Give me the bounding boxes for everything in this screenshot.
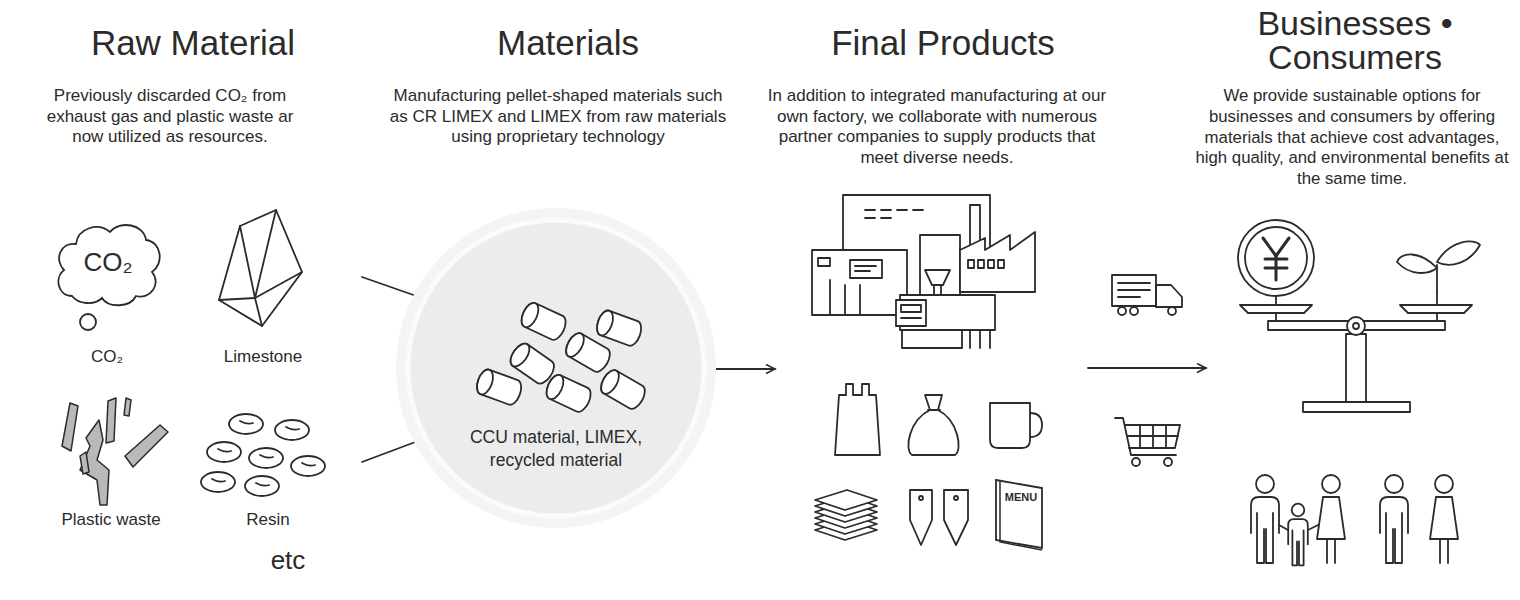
plastic-waste-icon xyxy=(62,398,168,505)
node-text: MENU xyxy=(1001,490,1041,504)
icon-label: Resin xyxy=(223,510,313,530)
resin-icon xyxy=(201,414,325,496)
icon-label: CO₂ xyxy=(67,347,147,367)
column-heading: Raw Material xyxy=(33,22,353,64)
paper-stack-icon xyxy=(815,490,877,540)
column-heading: Materials xyxy=(408,22,728,64)
node-text: CO₂ xyxy=(60,246,156,280)
menu-booklet: MENU xyxy=(992,478,1046,552)
cloud-bubble xyxy=(80,314,96,330)
mug-icon xyxy=(990,403,1042,448)
column-description: Previously discarded CO₂ from exhaust ga… xyxy=(38,86,302,148)
menu-booklet-outline xyxy=(992,478,1046,552)
column-heading: Final Products xyxy=(778,22,1108,64)
column-description: Manufacturing pellet-shaped materials su… xyxy=(385,86,731,148)
cart-icon xyxy=(1115,418,1180,466)
balance-icon xyxy=(1238,220,1480,412)
people-icon xyxy=(1251,475,1458,565)
sack-icon xyxy=(908,395,958,455)
truck-icon xyxy=(1112,275,1182,315)
material-circle: CCU material, LIMEX, recycled material xyxy=(394,206,718,530)
cloud-shape: CO₂ xyxy=(52,218,164,310)
material-circle-outline xyxy=(394,206,718,530)
note: etc xyxy=(253,545,323,576)
icon-label: Limestone xyxy=(203,347,323,367)
column-description: In addition to integrated manufacturing … xyxy=(766,86,1108,169)
icon-label: Plastic waste xyxy=(41,510,181,530)
factory-icon xyxy=(812,195,1035,348)
flow-arrow xyxy=(1088,367,1206,369)
bag-icon xyxy=(835,384,880,455)
tags-icon xyxy=(910,490,968,545)
node-text: CCU material, LIMEX, recycled material xyxy=(451,426,661,472)
column-description: We provide sustainable options for busin… xyxy=(1189,86,1515,190)
column-heading: Businesses • Consumers xyxy=(1220,6,1490,74)
limestone-icon xyxy=(219,210,302,326)
